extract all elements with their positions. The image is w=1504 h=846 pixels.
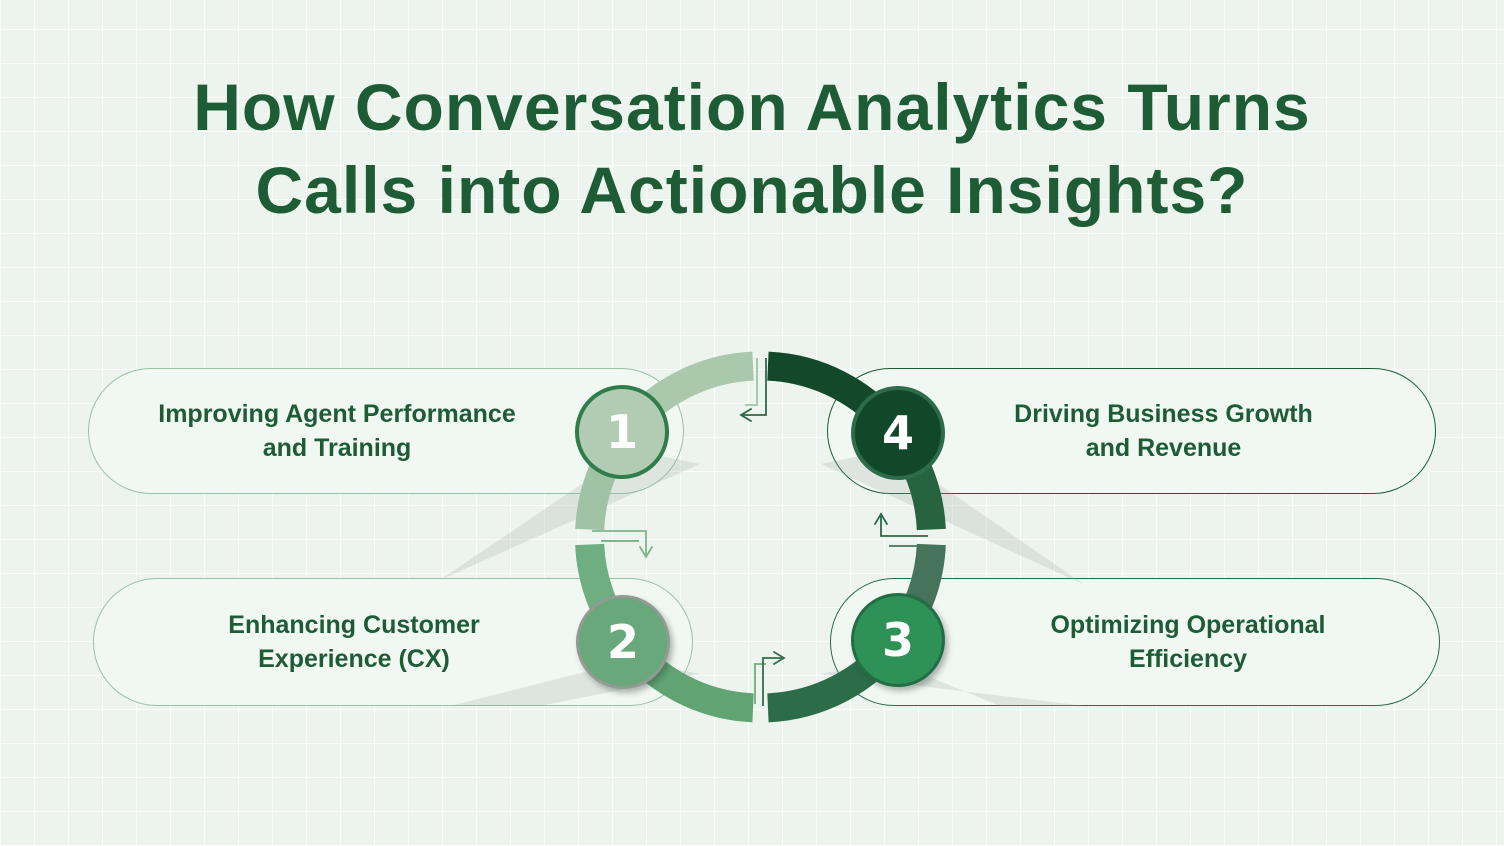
circle-1-shadow <box>440 450 700 580</box>
arrowhead-3-to-4 <box>874 512 888 525</box>
arrow-1-to-2 <box>592 530 647 555</box>
step-label-line-2: Efficiency <box>1128 645 1248 673</box>
step-circle-3: 3 <box>851 593 945 687</box>
step-number: 3 <box>881 613 914 667</box>
step-number: 2 <box>606 615 639 669</box>
arrowhead-4-to-1 <box>739 408 752 422</box>
step-label: Driving Business Growth and Revenue <box>931 397 1396 465</box>
arrow-3-to-4 <box>880 516 928 537</box>
step-label: Improving Agent Performance and Training <box>147 397 527 465</box>
step-circle-2: 2 <box>576 595 670 689</box>
arrowhead-2-to-3 <box>773 651 786 665</box>
arrow-2-to-3 <box>762 657 782 706</box>
step-circle-4: 4 <box>851 386 945 480</box>
step-label-line-1: Improving Agent Performance <box>158 400 516 428</box>
step-label-line-2: Experience (CX) <box>258 645 450 673</box>
step-number: 4 <box>881 406 914 460</box>
arrow-4-to-1 <box>741 358 767 416</box>
arrow-top-light <box>745 358 758 406</box>
step-label-line-2: and Training <box>262 434 412 462</box>
arrowhead-1-to-2 <box>639 546 653 559</box>
step-number: 1 <box>605 405 638 459</box>
arrow-bottom-light <box>754 663 766 704</box>
infographic-title: How Conversation Analytics Turns Calls i… <box>0 66 1504 232</box>
step-label-line-1: Enhancing Customer <box>228 611 480 639</box>
step-label-line-1: Optimizing Operational <box>1050 611 1326 639</box>
circle-4-shadow <box>821 450 1085 585</box>
step-circle-1: 1 <box>575 385 669 479</box>
step-label-line-2: and Revenue <box>1085 434 1242 462</box>
step-label-line-1: Driving Business Growth <box>1014 400 1313 428</box>
title-line-2: Calls into Actionable Insights? <box>255 153 1249 227</box>
title-line-1: How Conversation Analytics Turns <box>193 70 1311 144</box>
